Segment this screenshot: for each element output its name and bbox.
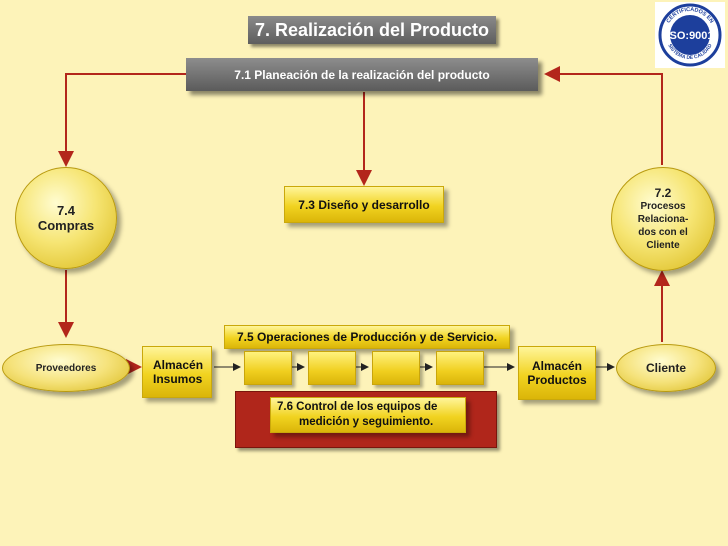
procesos-label-1: Procesos	[640, 200, 686, 212]
almacen-insumos-line2: Insumos	[153, 372, 203, 386]
planeacion-box: 7.1 Planeación de la realización del pro…	[186, 58, 538, 91]
cliente-label: Cliente	[645, 361, 686, 375]
almacen-productos-line1: Almacén	[531, 359, 583, 373]
operaciones-label: 7.5 Operaciones de Producción y de Servi…	[236, 330, 498, 344]
procesos-label-2: Relaciona-	[637, 213, 689, 225]
procesos-label-3: dos con el	[638, 226, 688, 238]
svg-text:ISO:9001: ISO:9001	[666, 30, 713, 42]
planeacion-label: 7.1 Planeación de la realización del pro…	[234, 67, 490, 82]
almacen-productos-box: Almacén Productos	[518, 346, 596, 400]
procesos-circle: 7.2 Procesos Relaciona- dos con el Clien…	[611, 167, 715, 271]
compras-circle: 7.4 Compras	[15, 167, 117, 269]
cliente-ellipse: Cliente	[616, 344, 716, 392]
operaciones-box: 7.5 Operaciones de Producción y de Servi…	[224, 325, 510, 349]
diseno-box: 7.3 Diseño y desarrollo	[284, 186, 444, 223]
process-step-3	[372, 351, 420, 385]
page-title: 7. Realización del Producto	[248, 16, 496, 44]
control-line2: medición y seguimiento.	[299, 416, 434, 428]
control-box: 7.6 Control de los equipos de medición y…	[270, 397, 466, 433]
iso-9001-logo: ISO:9001 CERTIFICADOS EN SISTEMA DE CALI…	[655, 2, 725, 68]
diseno-label: 7.3 Diseño y desarrollo	[298, 197, 430, 212]
control-line1: 7.6 Control de los equipos de	[277, 401, 438, 413]
process-step-2	[308, 351, 356, 385]
almacen-insumos-line1: Almacén	[153, 358, 204, 372]
compras-number: 7.4	[56, 203, 76, 218]
procesos-label-4: Cliente	[646, 239, 680, 251]
page-title-text: 7. Realización del Producto	[254, 19, 490, 40]
procesos-number: 7.2	[654, 185, 672, 200]
connector-plan-to-compras	[58, 73, 186, 167]
proveedores-ellipse: Proveedores	[2, 344, 130, 392]
almacen-productos-line2: Productos	[527, 373, 587, 387]
compras-label: Compras	[37, 218, 95, 233]
process-step-1	[244, 351, 292, 385]
process-step-4	[436, 351, 484, 385]
connector-procesos-to-plan	[544, 66, 663, 165]
proveedores-label: Proveedores	[35, 362, 97, 374]
almacen-insumos-box: Almacén Insumos	[142, 346, 212, 398]
